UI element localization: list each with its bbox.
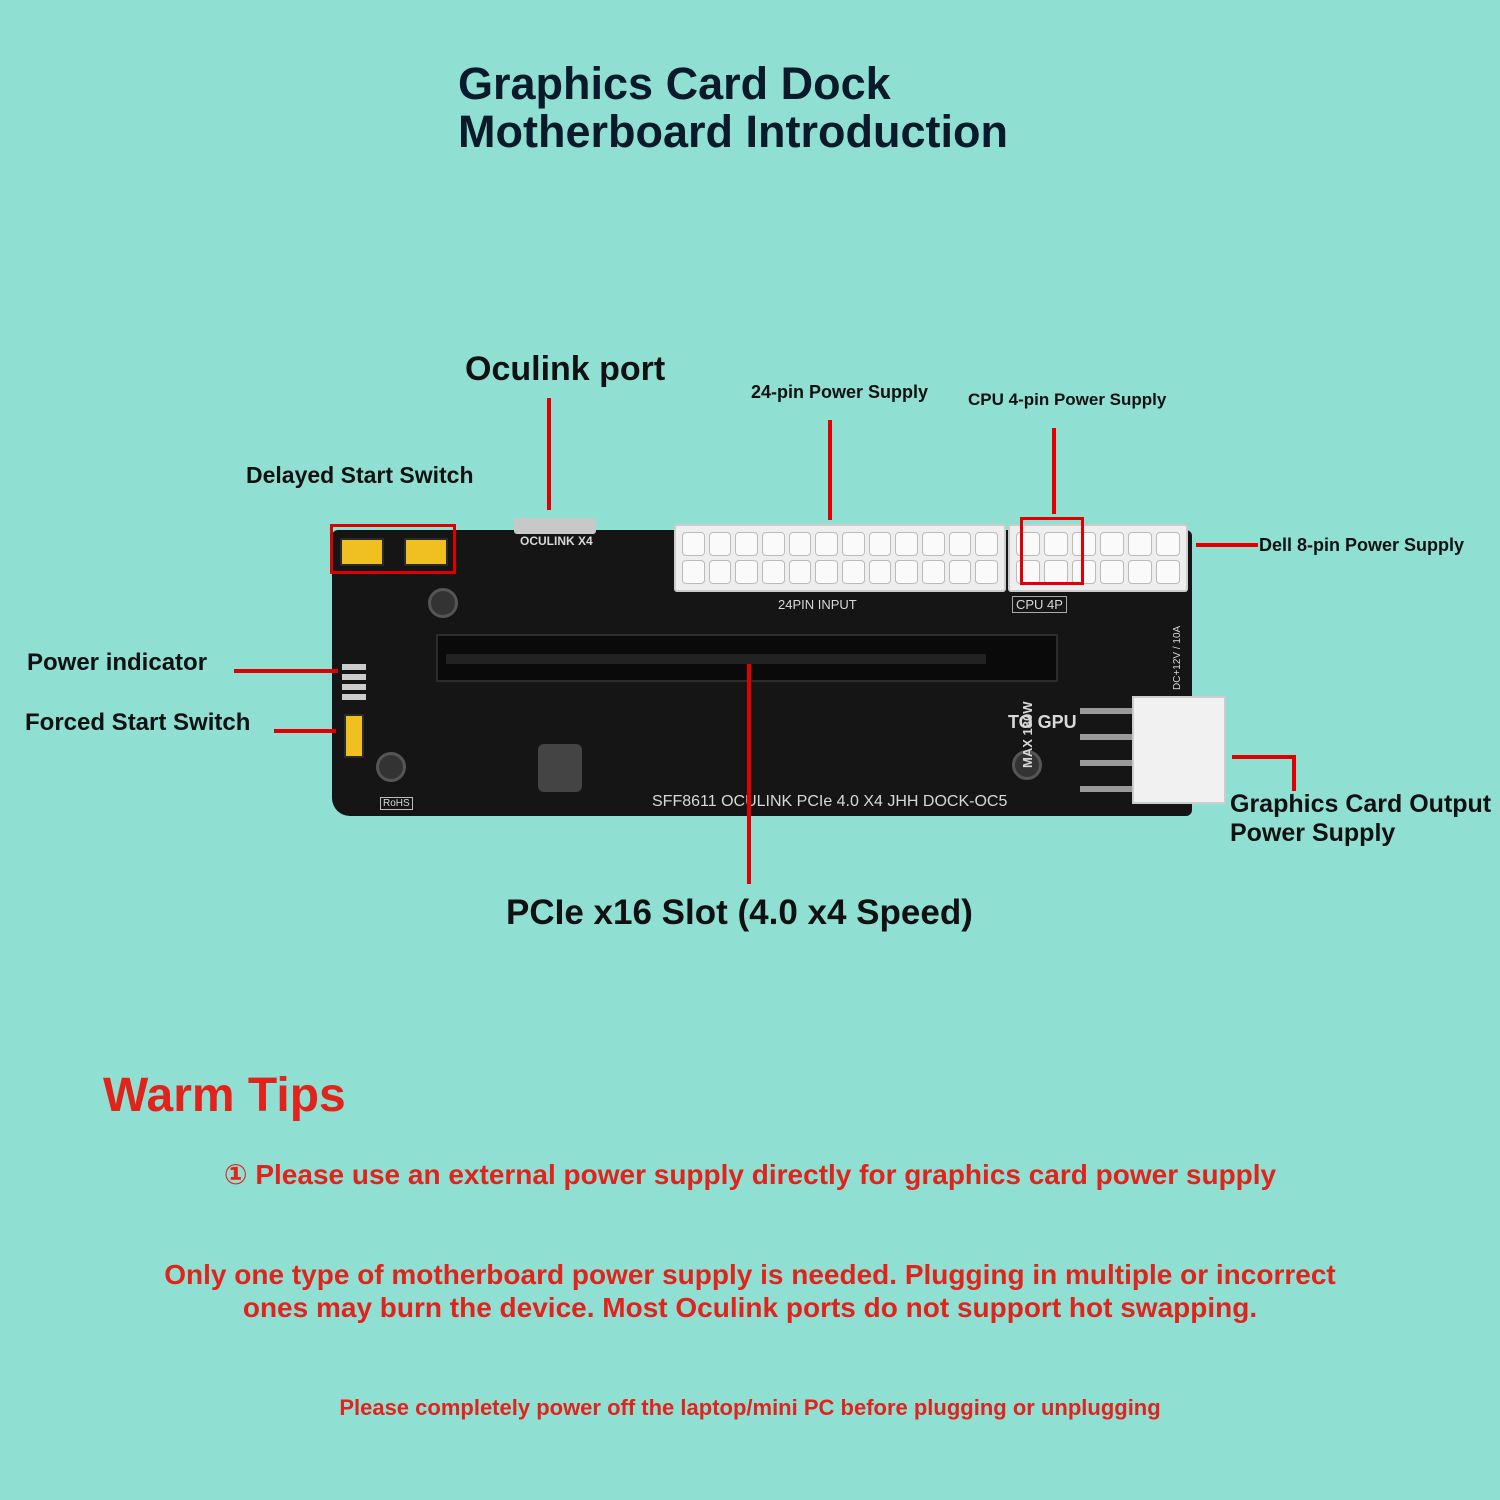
connector-pin — [975, 532, 998, 556]
inductor — [538, 744, 582, 792]
rohs-silk-label: RoHS — [380, 797, 413, 810]
connector-pin — [895, 560, 918, 584]
max-silk-label: MAX 180W — [1020, 701, 1035, 768]
connector-pin — [841, 560, 865, 584]
oculink-arrow — [547, 398, 551, 510]
oculink-port — [514, 518, 596, 534]
connector-pin — [788, 532, 812, 556]
connector-pin — [815, 532, 838, 556]
connector-pin — [921, 532, 945, 556]
connector-pin — [948, 532, 972, 556]
tip-3: Please completely power off the laptop/m… — [339, 1395, 1161, 1420]
gpu-output-label-1: Graphics Card Output — [1230, 790, 1492, 818]
to-gpu-silk-label: TO GPU — [1008, 712, 1077, 732]
delayed-switch-1 — [340, 538, 384, 566]
power-indicator-label: Power indicator — [27, 649, 208, 676]
connector-pin — [948, 560, 972, 584]
cpu4-arrow — [1052, 428, 1056, 514]
connector-pin — [735, 532, 758, 556]
connector-pin — [1044, 560, 1068, 584]
connector-24pin — [674, 524, 1006, 592]
connector-pin — [788, 560, 812, 584]
forced-start-label: Forced Start Switch — [25, 709, 251, 736]
cpu-4pin-highlight — [1020, 517, 1084, 585]
delayed-start-label: Delayed Start Switch — [246, 462, 474, 488]
cpu4p-silk-label: CPU 4P — [1012, 596, 1067, 613]
screw-1 — [428, 588, 458, 618]
connector-pin — [975, 560, 998, 584]
connector-pin — [1044, 532, 1068, 556]
screw-2 — [376, 752, 406, 782]
connector-8pin — [1008, 524, 1188, 592]
connector-pin — [1156, 532, 1180, 556]
connector-pin — [868, 532, 892, 556]
pin24-label: 24-pin Power Supply — [751, 382, 929, 402]
connector-pin — [1128, 560, 1152, 584]
oculink-port-label: Oculink port — [465, 350, 666, 388]
gpu-output-connector — [1132, 696, 1226, 804]
gpu-output-arrow-v — [1292, 755, 1296, 791]
power-indicator-leds — [342, 664, 366, 704]
forced-start-arrow — [274, 729, 336, 733]
screw-3 — [1012, 750, 1042, 780]
gpu-output-label-2: Power Supply — [1230, 819, 1396, 847]
page-title: Graphics Card Dock Motherboard Introduct… — [458, 60, 1008, 156]
warm-tips-heading: Warm Tips — [103, 1069, 346, 1122]
connector-pin — [1156, 560, 1180, 584]
connector-pin — [761, 532, 785, 556]
title-line-2: Motherboard Introduction — [458, 106, 1008, 157]
tip-2-line-2: ones may burn the device. Most Oculink p… — [242, 1292, 1258, 1323]
model-silk-label: SFF8611 OCULINK PCIe 4.0 X4 JHH DOCK-OC5 — [652, 793, 1008, 810]
tip-2-line-1: Only one type of motherboard power suppl… — [164, 1259, 1336, 1290]
connector-pin — [761, 560, 785, 584]
power-indicator-arrow — [234, 669, 338, 673]
connector-pin — [708, 532, 732, 556]
delayed-switch-2 — [404, 538, 448, 566]
connector-pin — [735, 560, 758, 584]
connector-pin — [708, 560, 732, 584]
input24-silk-label: 24PIN INPUT — [778, 597, 857, 612]
connector-pin — [1072, 560, 1096, 584]
pcie-x16-slot — [436, 634, 1058, 682]
connector-pin — [1100, 560, 1124, 584]
dc-silk-label: DC+12V / 10A — [1172, 625, 1183, 690]
connector-pin — [895, 532, 918, 556]
pcie-slot-label: PCIe x16 Slot (4.0 x4 Speed) — [506, 893, 973, 932]
dell8-label: Dell 8-pin Power Supply — [1259, 535, 1465, 555]
title-line-1: Graphics Card Dock — [458, 58, 891, 109]
connector-pin — [682, 560, 705, 584]
dell8-arrow — [1196, 543, 1258, 547]
connector-pin — [815, 560, 838, 584]
connector-pin — [868, 560, 892, 584]
pcie-arrow — [747, 664, 751, 884]
connector-pin — [1072, 532, 1096, 556]
gpu-output-arrow-h — [1232, 755, 1296, 759]
forced-start-switch — [344, 714, 364, 758]
connector-pin — [1100, 532, 1124, 556]
delayed-switch-highlight — [330, 524, 456, 574]
gpu-output-pins — [1080, 700, 1132, 804]
pin24-arrow — [828, 420, 832, 520]
connector-pin — [921, 560, 945, 584]
tip-1: ① Please use an external power supply di… — [223, 1159, 1277, 1190]
connector-pin — [841, 532, 865, 556]
connector-pin — [1128, 532, 1152, 556]
cpu4-label: CPU 4-pin Power Supply — [968, 390, 1167, 409]
connector-pin — [682, 532, 705, 556]
oculink-silk-label: OCULINK X4 — [520, 534, 593, 548]
